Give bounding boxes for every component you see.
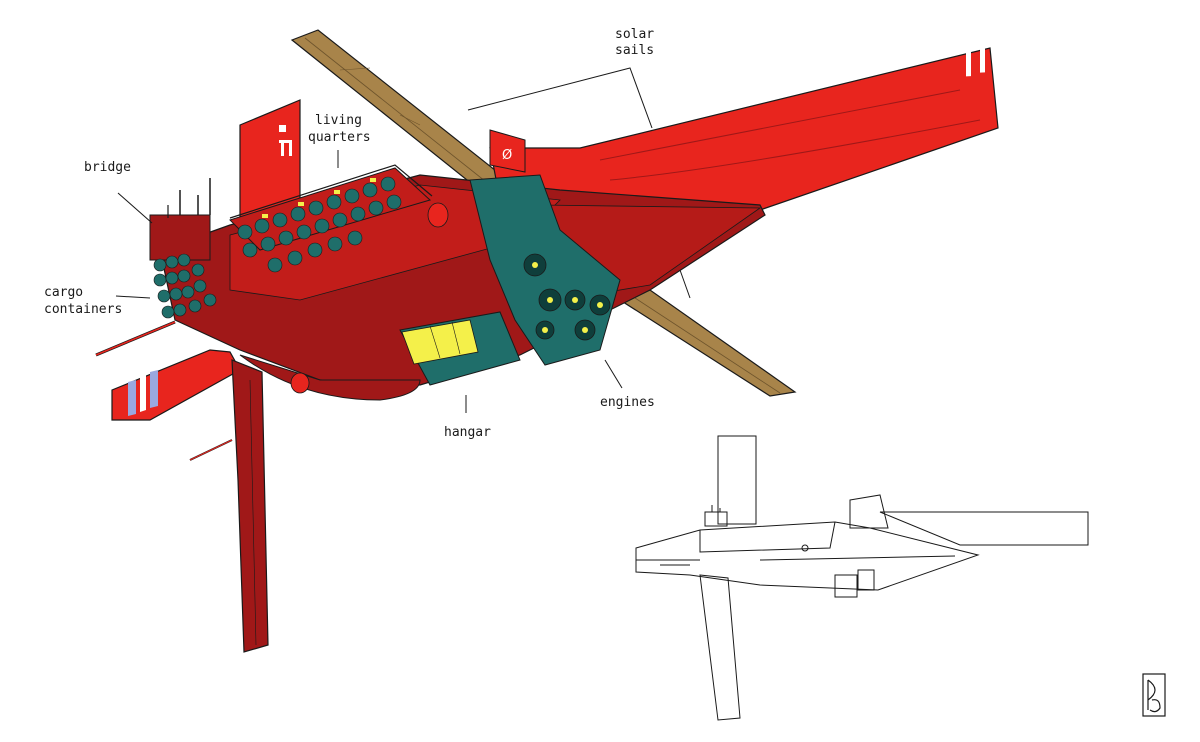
- label-living-line2: quarters: [308, 130, 371, 145]
- hangar-module: [399, 311, 521, 386]
- cargo-containers: [153, 253, 217, 319]
- label-solar-line2: sails: [615, 43, 654, 58]
- cargo-leader: [115, 295, 151, 299]
- label-engines: engines: [600, 395, 655, 410]
- hull-belly: [239, 354, 421, 401]
- label-bridge: bridge: [84, 160, 131, 175]
- solar-sails-leader: [467, 67, 653, 129]
- solar-sail-lower: [618, 289, 797, 397]
- sail-insignia: Ø: [502, 148, 512, 163]
- living-quarters: [229, 164, 433, 273]
- label-solar-line1: solar: [615, 27, 654, 42]
- bridge-structure: [149, 178, 211, 261]
- label-cargo-line1: cargo: [44, 285, 83, 300]
- wing-stripe-1: [966, 4, 971, 77]
- engines-leader: [604, 359, 623, 389]
- solar-sails-leader-lower: [679, 269, 691, 299]
- leader-lines: [115, 67, 691, 413]
- engine-cluster: [469, 174, 621, 366]
- ship-illustration: Ø: [95, 0, 999, 653]
- side-view-lineart: [635, 435, 1089, 721]
- annotation-labels: solar sails living quarters bridge cargo…: [44, 27, 655, 440]
- label-living-line1: living: [315, 113, 362, 128]
- artist-signature: [1142, 673, 1166, 717]
- label-cargo-line2: containers: [44, 302, 122, 317]
- label-hangar: hangar: [444, 425, 491, 440]
- wing-stripe-2: [980, 0, 985, 73]
- bridge-leader: [117, 192, 153, 224]
- lower-pylon: [231, 359, 269, 653]
